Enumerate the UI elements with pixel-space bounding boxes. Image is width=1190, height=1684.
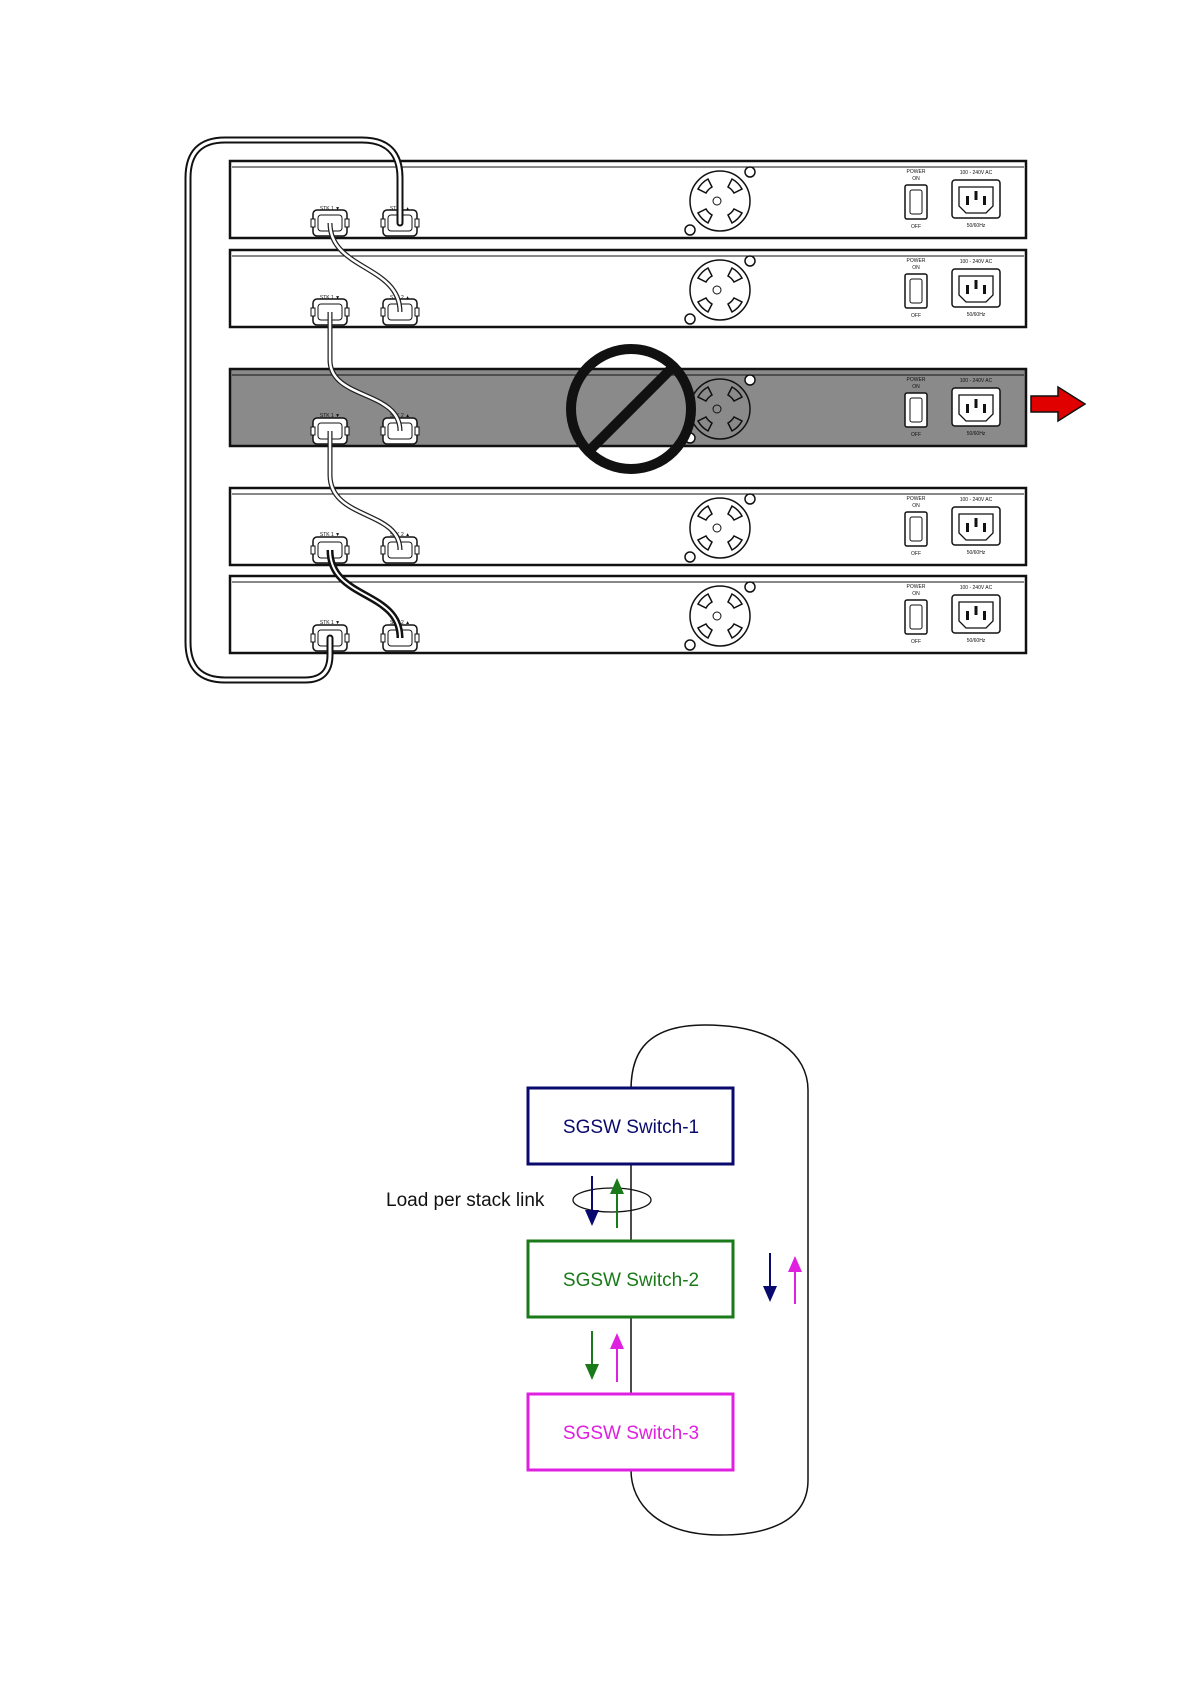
arrow-down-switch1 bbox=[585, 1176, 599, 1226]
power-label: POWER bbox=[907, 377, 926, 383]
arrow-up-switch2 bbox=[610, 1178, 624, 1228]
switch-3-label: SGSW Switch-3 bbox=[563, 1423, 699, 1444]
on-label: ON bbox=[912, 176, 920, 182]
off-label: OFF bbox=[911, 313, 921, 319]
voltage-label: 100 - 240V AC bbox=[960, 259, 993, 265]
port1-label: STK 1 ▼ bbox=[320, 532, 340, 538]
port1-label: STK 1 ▼ bbox=[320, 620, 340, 626]
stack-cable-4-5 bbox=[326, 549, 404, 639]
frequency-label: 50/60Hz bbox=[967, 431, 986, 437]
off-label: OFF bbox=[911, 551, 921, 557]
off-label: OFF bbox=[911, 224, 921, 230]
loop-cable bbox=[184, 136, 404, 684]
switch-2-label: SGSW Switch-2 bbox=[563, 1270, 699, 1291]
switch-unit-2: STK 1 ▼ STK 2 ▲ POWER ON OFF 100 - 240V … bbox=[228, 248, 1028, 329]
switch-3-box: SGSW Switch-3 bbox=[526, 1392, 735, 1472]
stack-cable-3-4 bbox=[327, 431, 403, 551]
port1-label: STK 1 ▼ bbox=[320, 413, 340, 419]
power-label: POWER bbox=[907, 258, 926, 264]
frequency-label: 50/60Hz bbox=[967, 312, 986, 318]
load-ellipse bbox=[572, 1187, 652, 1213]
frequency-label: 50/60Hz bbox=[967, 550, 986, 556]
frequency-label: 50/60Hz bbox=[967, 638, 986, 644]
voltage-label: 100 - 240V AC bbox=[960, 497, 993, 503]
stack-cable-2-3 bbox=[327, 312, 403, 432]
on-label: ON bbox=[912, 384, 920, 390]
on-label: ON bbox=[912, 591, 920, 597]
voltage-label: 100 - 240V AC bbox=[960, 170, 993, 176]
load-per-stack-link-label: Load per stack link bbox=[386, 1190, 545, 1211]
arrow-down-switch2 bbox=[585, 1331, 599, 1380]
switch-1-label: SGSW Switch-1 bbox=[563, 1117, 699, 1138]
arrow-up-switch3-ring bbox=[788, 1256, 802, 1304]
frequency-label: 50/60Hz bbox=[967, 223, 986, 229]
voltage-label: 100 - 240V AC bbox=[960, 378, 993, 384]
off-label: OFF bbox=[911, 639, 921, 645]
stack-rear-panel-figure: STK 1 ▼ STK 2 ▲ POWER ON OFF 100 - 240V … bbox=[184, 136, 1087, 684]
port2-label: STK 2 ▲ bbox=[390, 532, 410, 538]
remove-arrow-icon bbox=[1030, 385, 1087, 423]
on-label: ON bbox=[912, 503, 920, 509]
power-label: POWER bbox=[907, 584, 926, 590]
switch-unit-5: STK 1 ▼ STK 2 ▲ POWER ON OFF 100 - 240V … bbox=[228, 574, 1028, 655]
switch-2-box: SGSW Switch-2 bbox=[526, 1239, 735, 1319]
power-label: POWER bbox=[907, 496, 926, 502]
switch-unit-4: STK 1 ▼ STK 2 ▲ POWER ON OFF 100 - 240V … bbox=[228, 486, 1028, 567]
port2-label: STK 2 ▲ bbox=[390, 413, 410, 419]
on-label: ON bbox=[912, 265, 920, 271]
prohibited-icon bbox=[566, 344, 696, 474]
stack-cable-1-2 bbox=[327, 222, 403, 313]
power-label: POWER bbox=[907, 169, 926, 175]
port1-label: STK 1 ▼ bbox=[320, 206, 340, 212]
switch-unit-1: STK 1 ▼ STK 2 ▲ POWER ON OFF 100 - 240V … bbox=[228, 159, 1028, 240]
port1-label: STK 1 ▼ bbox=[320, 295, 340, 301]
arrow-up-switch3 bbox=[610, 1333, 624, 1382]
ring-path bbox=[630, 1024, 809, 1536]
switch-1-box: SGSW Switch-1 bbox=[526, 1086, 735, 1166]
arrow-down-switch1-ring bbox=[763, 1253, 777, 1302]
voltage-label: 100 - 240V AC bbox=[960, 585, 993, 591]
off-label: OFF bbox=[911, 432, 921, 438]
